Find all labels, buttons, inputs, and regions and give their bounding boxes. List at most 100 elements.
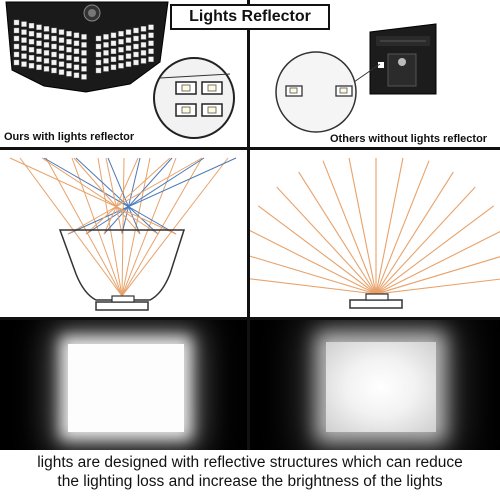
led-chip <box>66 39 72 45</box>
led-chip <box>133 27 139 34</box>
led-chip <box>43 66 50 72</box>
led-chip <box>43 58 50 64</box>
light-ray <box>250 278 377 295</box>
led-chip <box>28 55 35 61</box>
led-chip <box>51 35 57 42</box>
reflected-ray <box>121 157 141 235</box>
light-ray <box>375 205 495 295</box>
led-chip <box>133 51 139 58</box>
reflected-ray <box>41 157 159 235</box>
led-chip <box>36 40 42 46</box>
led-chip <box>43 26 50 32</box>
led-chip <box>148 56 154 62</box>
led-chip <box>148 32 154 38</box>
led-chip <box>125 61 132 67</box>
led-chip <box>73 48 80 54</box>
description-line-1: lights are designed with reflective stru… <box>37 454 463 471</box>
led-chip <box>43 34 50 40</box>
led-chip <box>103 42 109 48</box>
led-chip <box>66 70 72 77</box>
led-chip <box>103 34 109 40</box>
brightness-panel-others <box>250 320 500 450</box>
led-chip <box>51 51 57 58</box>
reflected-ray <box>85 157 205 235</box>
led-closeup-icon <box>153 57 235 139</box>
led-chip <box>110 64 117 71</box>
dim-light-square <box>326 342 436 432</box>
reflected-ray <box>103 157 173 235</box>
led-chip <box>81 66 87 72</box>
reflected-ray <box>107 157 141 235</box>
motion-sensor-icon <box>398 58 406 66</box>
led-chip <box>28 39 35 45</box>
light-ray <box>375 256 500 295</box>
led-chip <box>28 23 35 29</box>
led-chip <box>118 47 124 53</box>
led-chip <box>43 42 50 48</box>
led-chip <box>133 59 139 66</box>
led-chip <box>36 48 42 54</box>
led-chip <box>148 40 154 46</box>
description-text: lights are designed with reflective stru… <box>0 453 500 491</box>
led-chip <box>81 34 87 40</box>
light-ray <box>121 157 125 297</box>
light-ray <box>348 157 377 295</box>
led-chip <box>125 37 132 43</box>
led-chip <box>140 58 147 64</box>
led-chip <box>95 59 102 66</box>
led-base-icon <box>349 299 403 309</box>
led-chip <box>118 55 124 61</box>
led-chip <box>81 58 87 64</box>
reflector-ray-diagram <box>9 157 237 311</box>
led-chip <box>58 29 65 35</box>
led-chip <box>118 63 124 69</box>
led-chip <box>110 40 117 46</box>
led-chip <box>95 43 102 50</box>
brightness-panel-ours <box>0 320 247 450</box>
light-ray <box>375 278 500 295</box>
led-chip <box>13 27 20 34</box>
caption-others: Others without lights reflector <box>330 133 488 145</box>
led-chip <box>73 40 80 46</box>
light-ray <box>375 171 454 295</box>
led-chip <box>125 45 132 51</box>
no-reflector-ray-diagram <box>250 157 500 309</box>
led-chip <box>21 29 27 35</box>
led-chip <box>95 51 102 58</box>
led-chip <box>51 67 57 74</box>
reflected-ray <box>105 157 123 235</box>
led-chip <box>58 45 65 51</box>
led-chip <box>21 45 27 51</box>
led-chip <box>73 32 80 38</box>
reflected-ray <box>9 157 177 235</box>
led-chip <box>43 50 50 56</box>
reflected-ray <box>85 157 171 235</box>
led-chip <box>58 37 65 43</box>
led-chip <box>58 61 65 67</box>
led-chip <box>21 53 27 59</box>
led-chip <box>73 64 80 71</box>
led-chip <box>103 58 109 64</box>
reflected-ray <box>67 157 237 235</box>
light-ray <box>121 157 177 297</box>
reflected-ray <box>73 157 141 235</box>
led-chip <box>81 74 87 80</box>
led-chip <box>110 32 117 38</box>
led-chip <box>51 59 57 66</box>
led-chip <box>148 24 154 30</box>
led-chip <box>110 56 117 62</box>
page-title: Lights Reflector <box>170 4 330 30</box>
light-ray <box>121 157 229 297</box>
led-chip <box>125 53 132 59</box>
light-ray <box>276 186 377 295</box>
led-chip <box>13 19 20 26</box>
solar-light-icon <box>5 1 235 139</box>
led-chip <box>140 26 147 32</box>
led-chip <box>66 63 72 69</box>
led-chip <box>103 66 109 72</box>
led-chip <box>95 67 102 74</box>
led-chip <box>140 42 147 48</box>
led-chip <box>66 47 72 53</box>
led-chip <box>13 35 20 42</box>
description-line-2: the lighting loss and increase the brigh… <box>57 473 443 490</box>
